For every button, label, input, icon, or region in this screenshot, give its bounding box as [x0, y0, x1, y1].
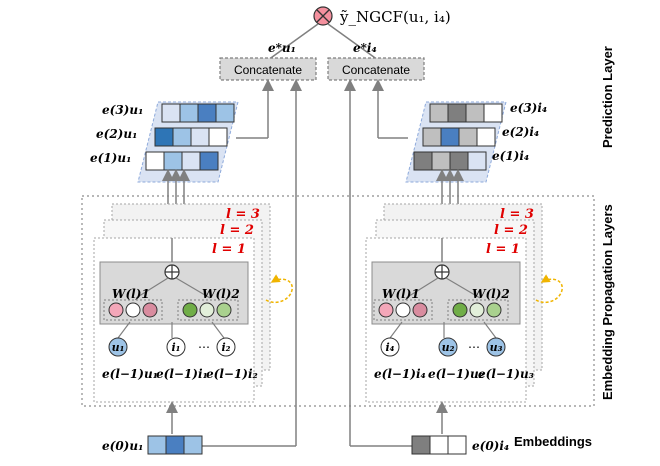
user-node-label-3: e(l−1)i₂ — [206, 367, 258, 381]
user-l2-label: l = 2 — [220, 223, 254, 238]
item-layer-label-3: e(3)i₄ — [510, 101, 547, 115]
propagation-region — [81, 195, 595, 407]
item-W1-label: W(l)1 — [382, 287, 420, 301]
oplus-icon — [164, 264, 180, 280]
item-embedding-row-3 — [429, 103, 503, 123]
svg-text:u₃: u₃ — [490, 341, 503, 354]
item-l3-label: l = 3 — [500, 207, 534, 222]
connector-line — [175, 277, 211, 299]
item-node-label-2: e(l−1)u₂ — [428, 367, 484, 381]
item-embedding-row-2 — [422, 127, 496, 147]
e-u-star-label: e*u₁ — [268, 41, 296, 55]
item-embedding-label: e(0)i₄ — [472, 439, 509, 453]
user-node-label-1: e(l−1)u₁ — [102, 367, 158, 381]
user-W1-label: W(l)1 — [112, 287, 150, 301]
item-l1-label: l = 1 — [486, 242, 520, 257]
embeddings-label: Embeddings — [514, 434, 592, 449]
prediction-layer-label: Prediction Layer — [600, 46, 615, 148]
user-node-label-2: e(l−1)i₁ — [156, 367, 208, 381]
e-i-star-label: e*i₄ — [353, 41, 377, 55]
user-W2-label: W(l)2 — [202, 287, 240, 301]
svg-text:i₁: i₁ — [172, 341, 181, 354]
connector-line — [135, 277, 169, 299]
item-W2-label: W(l)2 — [472, 287, 510, 301]
svg-text:u₁: u₁ — [112, 341, 125, 354]
item-layer-label-2: e(2)i₄ — [502, 125, 539, 139]
user-node-i2: i₂ — [216, 337, 236, 357]
user-embedding-row-1 — [145, 151, 219, 171]
svg-text:i₂: i₂ — [222, 341, 231, 354]
otimes-icon — [313, 6, 333, 26]
user-l1-label: l = 1 — [212, 242, 246, 257]
user-embedding-row-2 — [154, 127, 228, 147]
user-layer-label-2: e(2)u₁ — [96, 127, 137, 141]
user-layer-label-1: e(1)u₁ — [90, 151, 131, 165]
user-embedding-row-3 — [161, 103, 235, 123]
item-embedding-row-1 — [413, 151, 487, 171]
refresh-arrow-icon — [265, 274, 293, 304]
user-embedding-label: e(0)u₁ — [102, 439, 143, 453]
user-node-i1: i₁ — [166, 337, 186, 357]
user-dots: ⋯ — [198, 340, 210, 354]
concatenate-right-label: Concatenate — [342, 63, 410, 77]
prediction-output-label: ỹ_NGCF(u₁, i₄) — [339, 8, 451, 26]
item-node-u2: u₂ — [438, 337, 458, 357]
item-node-label-3: e(l−1)u₃ — [478, 367, 534, 381]
connector-line — [327, 23, 379, 61]
svg-text:u₂: u₂ — [442, 341, 455, 354]
item-layer-label-1: e(1)i₄ — [492, 149, 529, 163]
connector-line — [267, 23, 319, 61]
refresh-arrow-icon — [535, 274, 563, 304]
item-node-u3: u₃ — [486, 337, 506, 357]
propagation-layers-label: Embedding Propagation Layers — [600, 204, 615, 400]
user-l3-label: l = 3 — [226, 207, 260, 222]
item-dots: ⋯ — [468, 340, 480, 354]
item-l2-label: l = 2 — [494, 223, 528, 238]
user-layer-label-3: e(3)u₁ — [102, 103, 143, 117]
user-node-u1: u₁ — [108, 337, 128, 357]
concatenate-left-label: Concatenate — [234, 63, 302, 77]
item-node-i4: i₄ — [380, 337, 400, 357]
svg-text:i₄: i₄ — [386, 341, 395, 354]
item-node-label-1: e(l−1)i₄ — [374, 367, 426, 381]
oplus-icon — [434, 264, 450, 280]
